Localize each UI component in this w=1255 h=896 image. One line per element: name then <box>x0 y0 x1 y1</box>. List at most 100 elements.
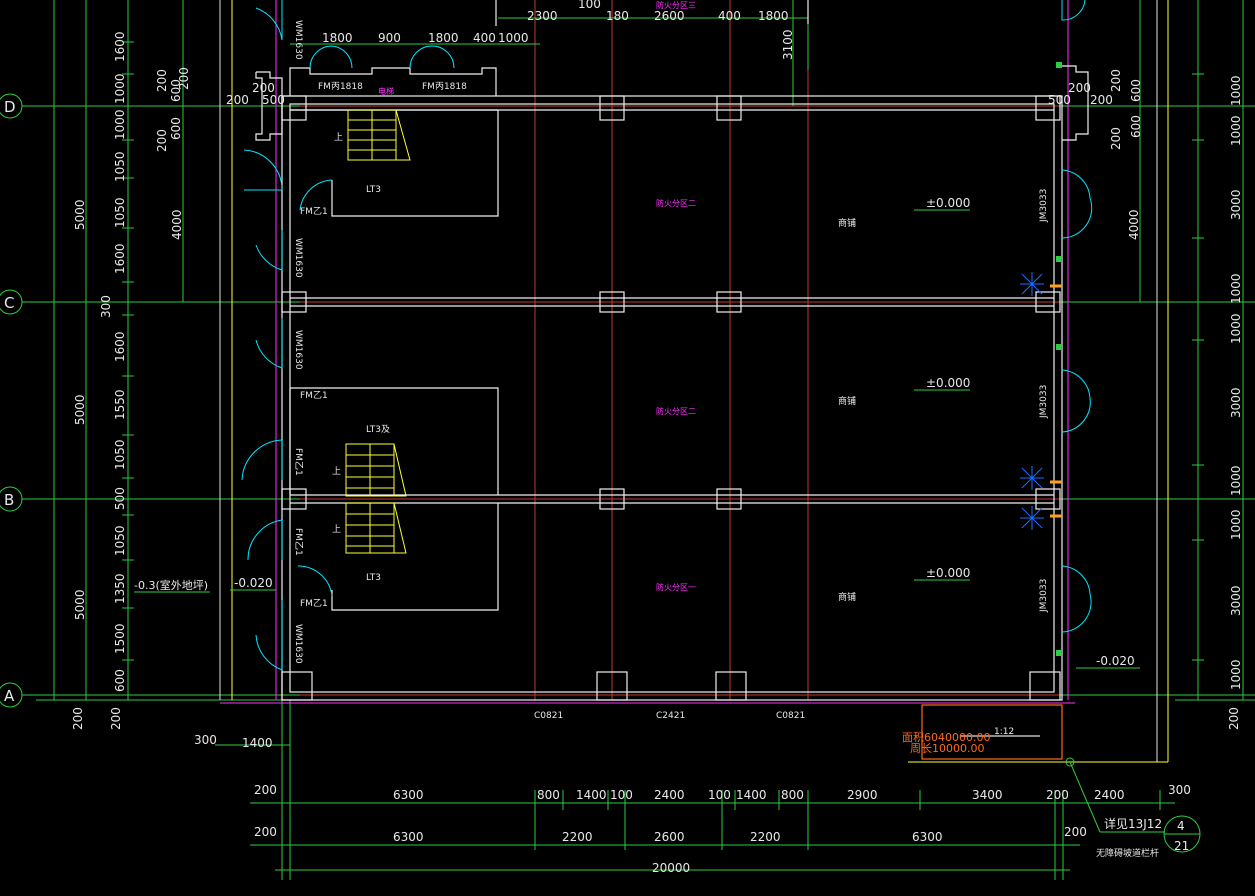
dim-left-i8: 1550 <box>113 389 127 420</box>
dim-left-i4: 1050 <box>113 151 127 182</box>
dim-top-6: 2300 <box>527 9 558 23</box>
stair-up-2: 上 <box>332 466 341 477</box>
elevation-3: ±0.000 <box>926 566 970 580</box>
dim-b2-2: 6300 <box>393 830 424 844</box>
elevation-5: -0.020 <box>234 576 273 590</box>
dim-right-i7: 1000 <box>1229 659 1243 690</box>
dim-b1-11: 3400 <box>972 788 1003 802</box>
dim-b1-12: 200 <box>1046 788 1069 802</box>
detail-callout <box>1065 757 1201 853</box>
ramp-area: 面积6040000.00 <box>902 731 990 744</box>
dim-left-i14: 600 <box>113 669 127 692</box>
window-label-3: C0821 <box>776 711 805 721</box>
axis-label-c: C <box>4 294 14 312</box>
door-label-jm3033-3: JM3033 <box>1039 579 1049 613</box>
dim-right-i2: 1000 <box>1229 115 1243 146</box>
grid-lines <box>30 0 1255 700</box>
dim-b1-10: 2900 <box>847 788 878 802</box>
dim-left-i6: 1600 <box>113 243 127 274</box>
dim-left-s3: 500 <box>262 93 285 107</box>
dim-left-i3: 1000 <box>113 109 127 140</box>
elevation-1: ±0.000 <box>926 196 970 210</box>
green-marks <box>1056 62 1062 656</box>
dim-b2-4: 2600 <box>654 830 685 844</box>
dim-top-7: 100 <box>578 0 601 11</box>
dim-right-i1: 1000 <box>1229 75 1243 106</box>
window-label-1: C0821 <box>534 711 563 721</box>
dim-top-1: 1800 <box>322 31 353 45</box>
dim-right-m5: 4000 <box>1127 209 1141 240</box>
dim-top-12: 3100 <box>781 29 795 60</box>
dim-left-i9: 1050 <box>113 439 127 470</box>
door-label-wm1630-3: WM1630 <box>293 330 303 370</box>
walls <box>255 0 1089 701</box>
axis-extensions <box>22 105 1255 696</box>
detail-num: 4 <box>1177 819 1185 833</box>
dim-right-m2: 200 <box>1109 127 1123 150</box>
dim-left-m4: 600 <box>169 117 183 140</box>
stair-label-lt3-2: LT3及 <box>366 424 390 435</box>
ramp-outline <box>921 704 1063 760</box>
elevation-2: ±0.000 <box>926 376 970 390</box>
dim-top-5: 1000 <box>498 31 529 45</box>
detail-note: 无障碍坡道栏杆 <box>1096 847 1159 859</box>
orange-marks <box>1050 284 1062 518</box>
stair-up-1: 上 <box>334 132 343 143</box>
dim-left-i11: 1050 <box>113 525 127 556</box>
dim-left-200-2: 200 <box>109 707 123 730</box>
dim-left-i12: 1350 <box>113 573 127 604</box>
axis-label-d: D <box>4 98 16 116</box>
small-label: 电梯 <box>378 86 394 96</box>
dimension-ticks <box>48 41 1204 696</box>
dim-right-i3: 1000 <box>1229 273 1243 304</box>
axis-label-a: A <box>4 687 15 705</box>
dim-right-m6: 200 <box>1068 81 1091 95</box>
elevation-symbols <box>134 209 1140 669</box>
dim-top-4: 400 <box>473 31 496 45</box>
room-label-shop-2: 商铺 <box>838 395 856 407</box>
dim-left-i5: 1050 <box>113 197 127 228</box>
dim-left-200-1: 200 <box>71 707 85 730</box>
dim-left-m6: 4000 <box>170 209 184 240</box>
dim-right-o2: 3000 <box>1229 387 1243 418</box>
dimension-lines <box>36 0 1255 880</box>
dim-left-s1: 200 <box>252 81 275 95</box>
dim-right-i4: 1000 <box>1229 313 1243 344</box>
dim-b1-7: 100 <box>708 788 731 802</box>
dim-b2-5: 2200 <box>750 830 781 844</box>
stair-up-3: 上 <box>332 524 341 535</box>
dim-top-11: 1800 <box>758 9 789 23</box>
dim-left-i1: 1600 <box>113 31 127 62</box>
elevation-6: -0.3(室外地坪) <box>134 578 208 592</box>
dim-left-i10: 500 <box>113 487 127 510</box>
dim-right-m1: 200 <box>1109 69 1123 92</box>
dim-b1-3: 800 <box>537 788 560 802</box>
dim-b2-7: 200 <box>1064 825 1087 839</box>
dim-left-5000-1: 5000 <box>73 199 87 230</box>
dim-left-i2: 1000 <box>113 73 127 104</box>
dim-right-i5: 1000 <box>1229 465 1243 496</box>
room-label-shop-1: 商铺 <box>838 217 856 229</box>
dim-b1-6: 2400 <box>654 788 685 802</box>
dim-left-5000-3: 5000 <box>73 589 87 620</box>
ramp-slope: 1:12 <box>994 727 1014 737</box>
dim-left-m7: 300 <box>99 295 113 318</box>
axis-bubbles <box>0 93 23 708</box>
dim-b1-4: 1400 <box>576 788 607 802</box>
dim-right-o1: 3000 <box>1229 189 1243 220</box>
dim-right-m3: 600 <box>1129 79 1143 102</box>
door-label-fmz1-2: FM乙1 <box>300 390 328 401</box>
dim-misc-300: 300 <box>194 733 217 747</box>
blue-markers <box>1020 272 1044 530</box>
dim-left-5000-2: 5000 <box>73 394 87 425</box>
window-label-2: C2421 <box>656 711 685 721</box>
dim-right-i6: 1000 <box>1229 509 1243 540</box>
dim-left-m2: 200 <box>155 129 169 152</box>
door-label-wm1630-2: WM1630 <box>293 238 303 278</box>
detail-page: 21 <box>1174 839 1189 853</box>
door-swings <box>241 0 1093 671</box>
dim-left-i13: 1500 <box>113 623 127 654</box>
ramp-perimeter: 周长10000.00 <box>910 742 985 755</box>
dim-right-m4: 600 <box>1129 115 1143 138</box>
